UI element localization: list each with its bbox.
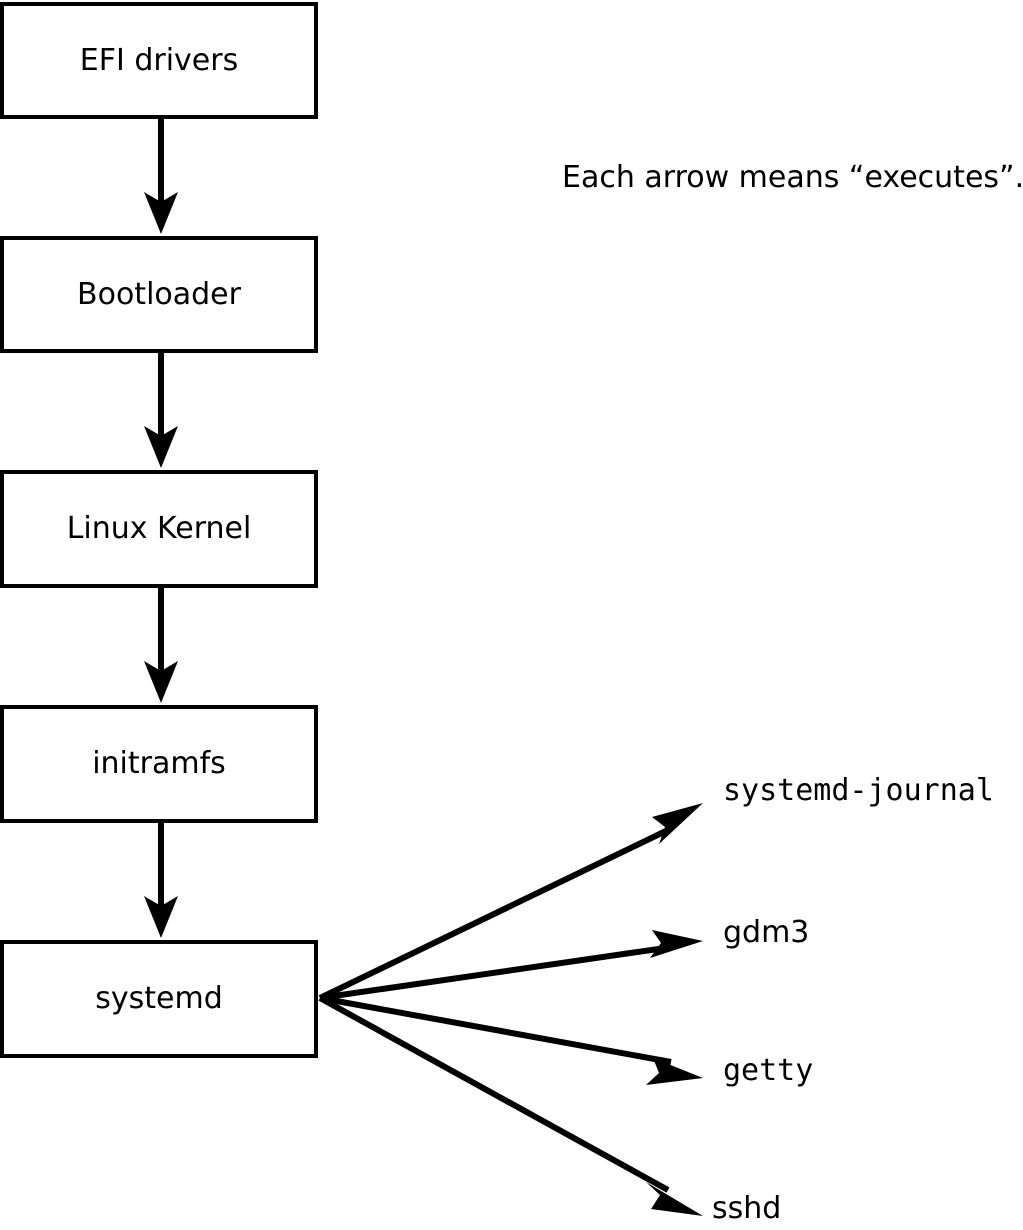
chain-arrow-efi-to-bootloader: [144, 119, 178, 234]
chain-arrow-bootloader-to-kernel: [144, 353, 178, 468]
node-box-systemd: systemd: [0, 940, 318, 1058]
node-label-systemd: systemd: [95, 981, 223, 1016]
node-label-initramfs: initramfs: [92, 746, 226, 781]
service-label-gdm3: gdm3: [723, 915, 810, 950]
node-label-bootloader: Bootloader: [77, 276, 241, 312]
diagram-caption: Each arrow means “executes”.: [562, 160, 1023, 195]
node-box-initramfs: initramfs: [0, 705, 318, 823]
node-box-bootloader: Bootloader: [0, 236, 318, 353]
service-label-systemd-journal: systemd-journal: [723, 773, 994, 808]
service-label-sshd: sshd: [712, 1191, 782, 1226]
node-label-efi-drivers: EFI drivers: [79, 42, 239, 78]
node-box-linux-kernel: Linux Kernel: [0, 470, 318, 588]
fan-arrow-getty: [319, 995, 703, 1085]
node-box-efi-drivers: EFI drivers: [0, 2, 318, 119]
chain-arrow-initramfs-to-systemd: [144, 823, 178, 938]
service-label-getty: getty: [723, 1053, 814, 1088]
node-label-linux-kernel: Linux Kernel: [66, 511, 252, 546]
chain-arrow-kernel-to-initramfs: [144, 588, 178, 703]
fan-arrow-sshd: [318, 995, 703, 1216]
fan-arrow-systemd-journal: [318, 803, 703, 1001]
fan-arrow-gdm3: [319, 930, 703, 1001]
